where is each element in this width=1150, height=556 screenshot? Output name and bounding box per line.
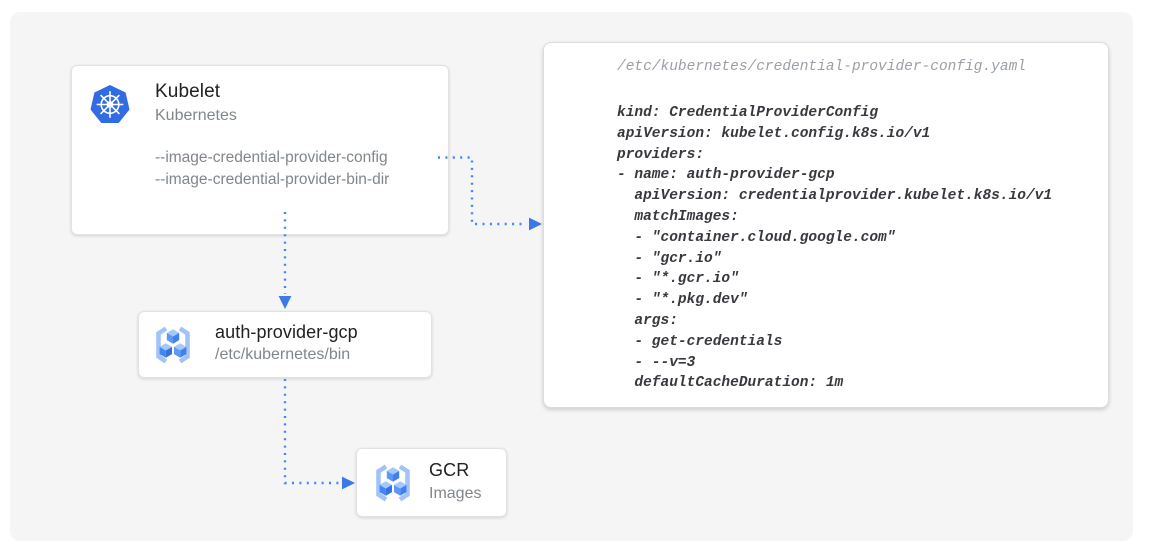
kubernetes-logo-icon: [88, 83, 132, 127]
gcr-title: GCR: [429, 460, 470, 480]
config-yaml-panel: /etc/kubernetes/credential-provider-conf…: [543, 42, 1109, 408]
kubelet-subtitle: Kubernetes: [155, 107, 237, 124]
config-file-path: /etc/kubernetes/credential-provider-conf…: [617, 59, 1026, 75]
kubelet-title: Kubelet: [155, 81, 221, 102]
config-yaml-content: kind: CredentialProviderConfig apiVersio…: [617, 105, 1053, 392]
container-registry-icon: [371, 461, 415, 505]
kubelet-flag-bin-dir: --image-credential-provider-bin-dir: [155, 171, 390, 188]
kubelet-flags: --image-credential-provider-config --ima…: [155, 147, 389, 191]
auth-provider-node: auth-provider-gcp /etc/kubernetes/bin: [138, 311, 432, 378]
kubelet-flag-config: --image-credential-provider-config: [155, 149, 388, 166]
kubelet-node: Kubelet Kubernetes --image-credential-pr…: [71, 65, 449, 235]
auth-provider-title: auth-provider-gcp: [215, 322, 358, 342]
auth-provider-subtitle: /etc/kubernetes/bin: [215, 346, 351, 363]
gcr-node: GCR Images: [356, 448, 507, 517]
gcr-subtitle: Images: [429, 485, 482, 502]
container-registry-icon: [151, 323, 195, 367]
